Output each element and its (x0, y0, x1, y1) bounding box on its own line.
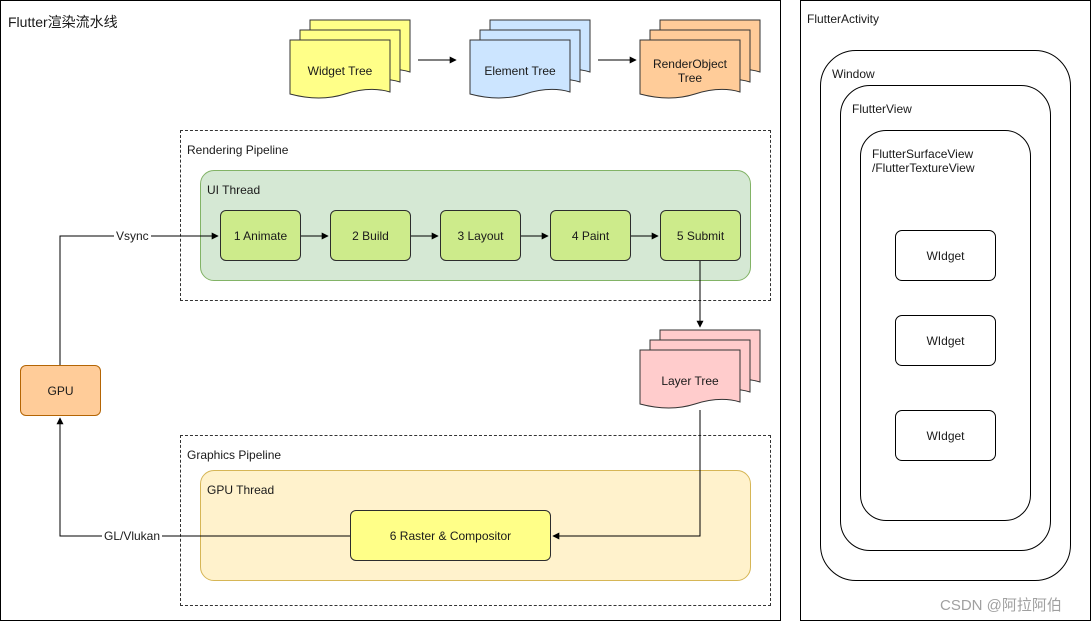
arrow-layertree-raster (552, 410, 701, 540)
element-tree-doc[interactable] (469, 19, 591, 99)
step-build[interactable]: 2 Build (330, 210, 411, 261)
widget-tree-label: Widget Tree (307, 64, 373, 78)
vsync-label: Vsync (114, 229, 151, 243)
ui-thread-label: UI Thread (207, 183, 261, 197)
surfaceview-label-line2: /FlutterTextureView (872, 161, 975, 175)
arrow-gpu-animate (59, 232, 219, 365)
step-animate[interactable]: 1 Animate (220, 210, 301, 261)
widget-box-3[interactable]: WIdget (895, 410, 996, 461)
graphics-pipeline-group (180, 435, 771, 606)
gpu-thread-label: GPU Thread (207, 483, 275, 497)
rendering-pipeline-group (180, 130, 771, 301)
arrow-raster-gpu (56, 417, 350, 537)
surfaceview-label-line1: FlutterSurfaceView (872, 147, 974, 161)
layer-tree-doc[interactable] (639, 329, 761, 409)
gpu-node[interactable]: GPU (20, 365, 101, 416)
step-layout[interactable]: 3 Layout (440, 210, 521, 261)
widget-tree-doc[interactable] (289, 19, 411, 99)
rendering-pipeline-label: Rendering Pipeline (187, 143, 289, 157)
csdn-watermark: CSDN @阿拉阿伯 (940, 597, 1062, 614)
flutterview-label: FlutterView (852, 102, 912, 116)
step-raster-compositor[interactable]: 6 Raster & Compositor (350, 510, 551, 561)
renderobject-tree-label: RenderObject Tree (652, 57, 728, 85)
widget-box-1[interactable]: WIdget (895, 230, 996, 281)
gl-vulkan-label: GL/Vlukan (102, 529, 163, 543)
widget-box-2[interactable]: WIdget (895, 315, 996, 366)
layer-tree-label: Layer Tree (661, 374, 719, 388)
window-label: Window (832, 67, 875, 81)
element-tree-label: Element Tree (484, 64, 556, 78)
activity-title: FlutterActivity (807, 12, 880, 26)
pipeline-title: Flutter渲染流水线 (8, 14, 118, 30)
renderobject-tree-doc[interactable] (639, 19, 761, 99)
step-submit[interactable]: 5 Submit (660, 210, 741, 261)
step-paint[interactable]: 4 Paint (550, 210, 631, 261)
graphics-pipeline-label: Graphics Pipeline (187, 448, 282, 462)
